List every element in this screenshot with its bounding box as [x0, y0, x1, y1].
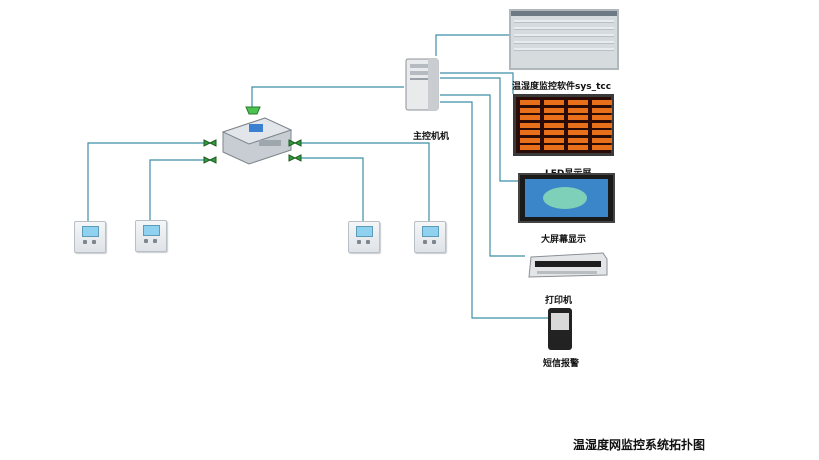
- led-cell: [568, 100, 588, 105]
- big-screen-label: 大屏幕显示: [541, 235, 587, 245]
- led-cell: [592, 115, 612, 120]
- phone-icon: [548, 308, 572, 350]
- led-cell: [544, 137, 564, 143]
- sms-alarm-label: 短信报警: [543, 359, 580, 369]
- led-cell: [544, 145, 564, 150]
- led-cell: [592, 137, 612, 143]
- led-board-icon: [513, 94, 614, 156]
- led-cell: [520, 100, 540, 105]
- led-cell: [544, 107, 564, 113]
- server-label: 主控机机: [413, 132, 450, 142]
- monitor-icon: [509, 9, 619, 70]
- controller-icon: [221, 117, 293, 165]
- printer-icon: [528, 252, 608, 278]
- led-cell: [568, 107, 588, 113]
- led-cell: [568, 137, 588, 143]
- led-cell: [568, 130, 588, 135]
- sensor-icon: [414, 221, 446, 253]
- led-cell: [592, 107, 612, 113]
- valve-icon: [288, 154, 302, 162]
- led-cell: [520, 115, 540, 120]
- led-cell: [520, 137, 540, 143]
- valve-icon: [288, 139, 302, 147]
- led-cell: [544, 122, 564, 128]
- valve-icon: [245, 106, 261, 115]
- server-icon: [405, 58, 439, 111]
- led-cell: [544, 100, 564, 105]
- valve-icon: [203, 139, 217, 147]
- led-cell: [520, 145, 540, 150]
- led-cell: [592, 122, 612, 128]
- big-screen-icon: [518, 173, 615, 223]
- valve-icon: [203, 156, 217, 164]
- led-cell: [592, 145, 612, 150]
- led-cell: [568, 145, 588, 150]
- sensor-icon: [348, 221, 380, 253]
- led-cell: [520, 130, 540, 135]
- led-cell: [592, 130, 612, 135]
- sensor-icon: [135, 220, 167, 252]
- printer-label: 打印机: [545, 296, 573, 306]
- led-cell: [520, 107, 540, 113]
- led-cell: [544, 130, 564, 135]
- monitor-software-label: 温湿度监控软件sys_tcc: [512, 82, 612, 92]
- sensor-icon: [74, 221, 106, 253]
- led-cell: [568, 122, 588, 128]
- diagram-title: 温湿度网监控系统拓扑图: [573, 438, 706, 452]
- led-cell: [592, 100, 612, 105]
- led-cell: [520, 122, 540, 128]
- led-cell: [568, 115, 588, 120]
- led-cell: [544, 115, 564, 120]
